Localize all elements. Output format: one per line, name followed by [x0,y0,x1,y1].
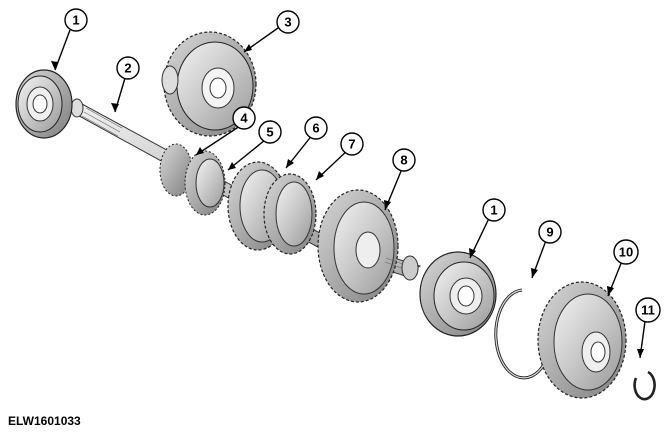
svg-text:10: 10 [619,245,633,260]
svg-text:1: 1 [72,13,79,28]
callout-5: 5 [258,120,282,144]
figure-id: ELW1601033 [8,414,81,428]
svg-text:8: 8 [400,153,407,168]
gear-top [161,31,257,137]
svg-text:3: 3 [284,15,291,30]
callout-9: 9 [538,220,562,244]
svg-text:2: 2 [124,61,131,76]
callout-1-left: 1 [64,8,88,32]
snap-ring-9 [494,288,550,380]
gear-7 [263,173,317,255]
svg-text:5: 5 [266,125,273,140]
callout-8: 8 [392,148,416,172]
svg-text:6: 6 [312,121,319,136]
callout-2: 2 [116,56,140,80]
callout-4: 4 [232,106,256,130]
callout-1-right: 1 [482,198,506,222]
callout-3: 3 [276,10,300,34]
svg-text:4: 4 [240,111,248,126]
gear-cluster-4-5 [159,143,226,216]
svg-text:9: 9 [546,225,553,240]
gear-8 [317,189,420,303]
bearing-left [15,69,73,139]
arrow-heads [51,44,644,358]
bearing-right [419,251,497,337]
svg-text:11: 11 [641,303,655,318]
callouts: 1 2 3 4 5 6 7 8 [64,8,661,323]
svg-text:7: 7 [348,137,355,152]
callout-10: 10 [613,239,639,265]
callout-6: 6 [304,116,328,140]
gear-10 [537,281,627,399]
circlip-11 [633,370,656,401]
svg-text:1: 1 [490,203,497,218]
callout-7: 7 [340,132,364,156]
callout-11: 11 [635,297,661,323]
